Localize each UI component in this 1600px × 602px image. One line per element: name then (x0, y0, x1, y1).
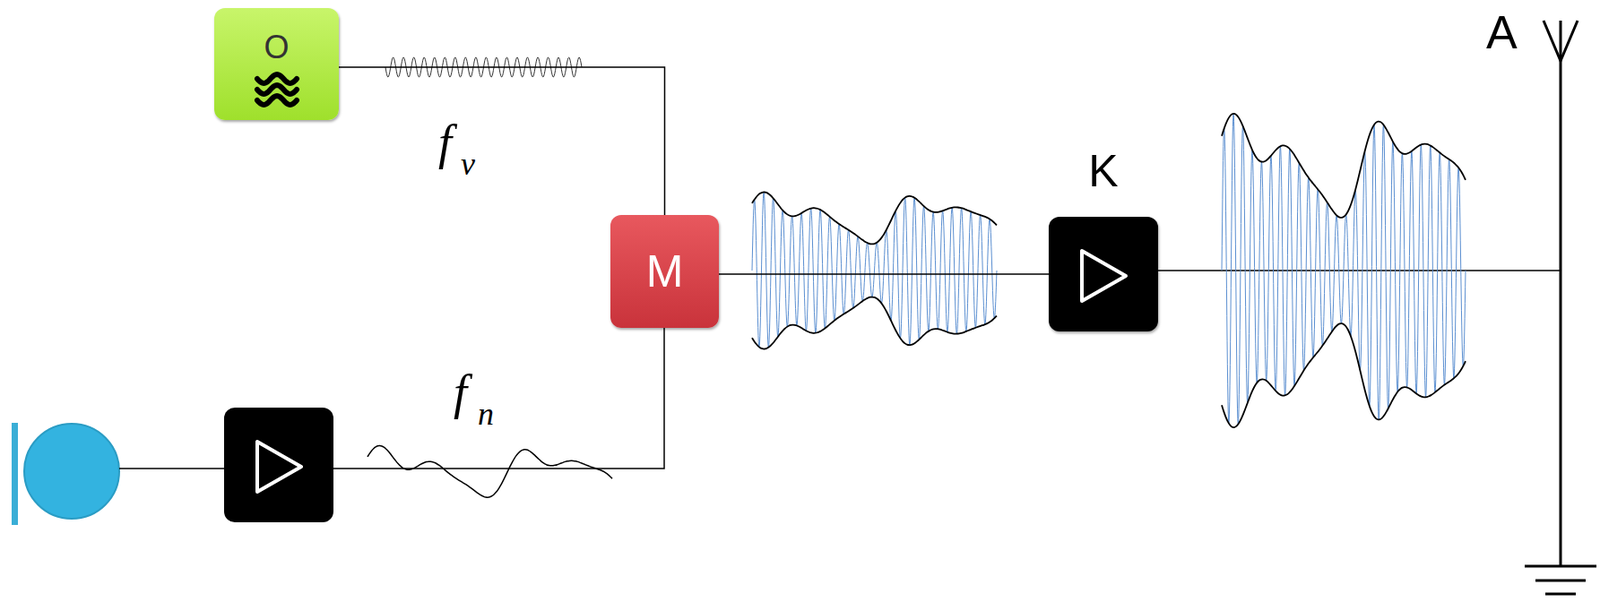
antenna-mast (1559, 20, 1563, 567)
am-envelope (752, 297, 997, 350)
am-carrier (752, 191, 997, 347)
frequency-symbol: f (453, 368, 468, 417)
ground-symbol (1524, 565, 1597, 569)
oscillator-box: O (214, 8, 339, 121)
wire (718, 273, 1049, 276)
am-envelope (752, 191, 997, 244)
wire (1158, 269, 1561, 272)
am-carrier (1221, 113, 1466, 424)
am-envelope (1221, 323, 1466, 428)
oscillator-symbol (250, 69, 304, 115)
modulator-box: M (610, 215, 719, 329)
am-envelope (1221, 113, 1466, 218)
frequency-symbol: f (438, 118, 452, 167)
antenna-label: A (1486, 8, 1518, 56)
microphone-symbol (24, 423, 120, 519)
antenna-symbol (1543, 20, 1578, 61)
node-label: K (1088, 148, 1118, 194)
frequency-subscript: v (460, 147, 476, 181)
node-label: O (263, 31, 289, 64)
wire (119, 467, 225, 470)
ground-symbol (1545, 593, 1576, 597)
message-signal (367, 446, 613, 499)
amplifier-symbol (1048, 216, 1159, 332)
amplifier-box (224, 407, 334, 523)
microphone-plate (11, 423, 18, 526)
wire (338, 67, 666, 216)
frequency-subscript: n (477, 397, 494, 431)
node-label: M (646, 249, 684, 295)
ground-symbol (1535, 579, 1586, 583)
amplifier-symbol (257, 441, 302, 493)
amplifier-box: K (1048, 216, 1159, 332)
